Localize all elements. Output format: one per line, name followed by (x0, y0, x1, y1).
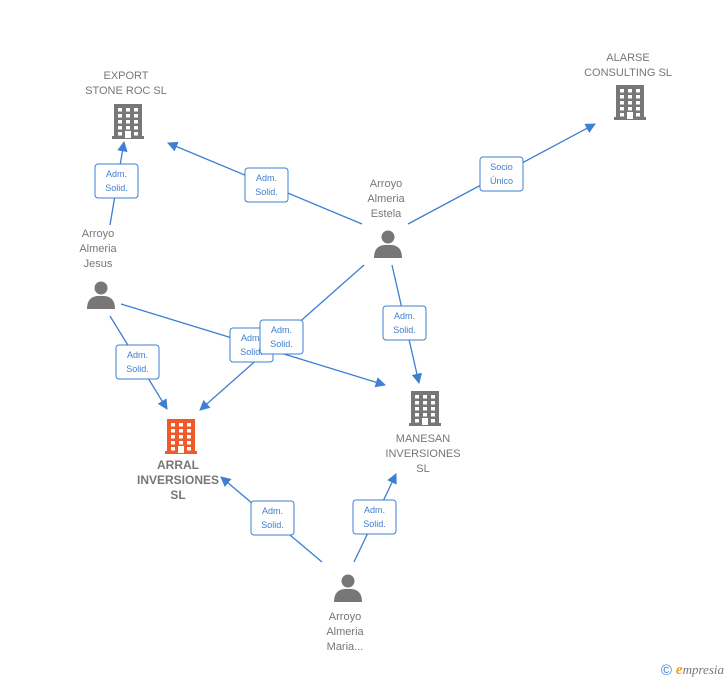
brand-logo[interactable]: empresia (675, 662, 724, 678)
node-label-line[interactable]: Almeria (79, 243, 117, 255)
footer-brand: © empresia (661, 662, 724, 679)
node-label-line[interactable]: Maria... (327, 641, 364, 653)
copyright-icon: © (660, 662, 672, 679)
node-label-line[interactable]: Estela (371, 208, 402, 220)
node-label-line[interactable]: Almeria (326, 626, 364, 638)
edge-label-jesus-arral[interactable]: Adm. Solid. (115, 344, 160, 380)
node-label-line[interactable]: MANESAN (396, 433, 450, 445)
node-alarse[interactable]: ALARSE CONSULTING SL (584, 52, 672, 120)
node-label-line[interactable]: Jesus (84, 258, 113, 270)
edge-label-maria-manesan[interactable]: Adm. Solid. (352, 499, 397, 535)
node-label-line[interactable]: Arroyo (82, 228, 114, 240)
node-manesan[interactable]: MANESAN INVERSIONES SL (385, 391, 461, 475)
edge-label-text: Adm. (241, 333, 262, 343)
node-label-line[interactable]: SL (416, 463, 429, 475)
node-label-line[interactable]: SL (170, 488, 185, 502)
person-icon[interactable] (374, 230, 402, 259)
edge-label-text: Adm. (127, 350, 148, 360)
node-maria[interactable]: ArroyoAlmeriaMaria... (326, 574, 365, 654)
node-label-line[interactable]: ARRAL (157, 458, 199, 472)
edge-label-text: Solid. (393, 325, 416, 335)
node-label-line[interactable]: INVERSIONES (385, 448, 460, 460)
edge-label-text: Adm. (262, 506, 283, 516)
building-icon[interactable] (112, 104, 144, 139)
node-label-line[interactable]: STONE ROC SL (85, 85, 167, 97)
node-export[interactable]: EXPORT STONE ROC SL (85, 70, 167, 139)
node-label-line[interactable]: Almeria (367, 193, 405, 205)
node-label-line[interactable]: Arroyo (370, 178, 402, 190)
edge-label-text: Adm. (256, 173, 277, 183)
edge-label-estela-export[interactable]: Adm. Solid. (244, 167, 289, 203)
node-label-line[interactable]: CONSULTING SL (584, 67, 672, 79)
edge-label-text: Solid. (261, 520, 284, 530)
edge-label-jesus-export[interactable]: Adm. Solid. (94, 163, 139, 199)
edge-label-text: Adm. (364, 505, 385, 515)
edge-label-text: Solid. (363, 519, 386, 529)
person-icon[interactable] (87, 281, 115, 310)
edge-label-text: Adm. (394, 311, 415, 321)
node-label-line[interactable]: INVERSIONES (137, 473, 219, 487)
edge-label-text: Solid. (105, 183, 128, 193)
edge-label-estela-manesan[interactable]: Adm. Solid. (382, 305, 427, 341)
edge-label-text: Solid. (126, 364, 149, 374)
person-icon[interactable] (334, 574, 362, 603)
node-label-line[interactable]: EXPORT (103, 70, 148, 82)
edge-label-text: Solid. (270, 339, 293, 349)
edge-label-text: Solid. (240, 347, 263, 357)
building-icon[interactable] (409, 391, 441, 426)
edge-label-text: Solid. (255, 187, 278, 197)
edge-label-estela-arral[interactable]: Adm. Solid. (259, 319, 304, 355)
edge-label-text: Adm. (271, 325, 292, 335)
edge-label-text: Único (490, 176, 513, 186)
building-icon[interactable] (165, 419, 197, 454)
edge-label-maria-arral[interactable]: Adm. Solid. (250, 500, 295, 536)
node-label-line[interactable]: ALARSE (606, 52, 649, 64)
edge-label-text: Adm. (106, 169, 127, 179)
node-label-line[interactable]: Arroyo (329, 611, 361, 623)
edge-label-text: Socio (490, 162, 513, 172)
building-icon[interactable] (614, 85, 646, 120)
